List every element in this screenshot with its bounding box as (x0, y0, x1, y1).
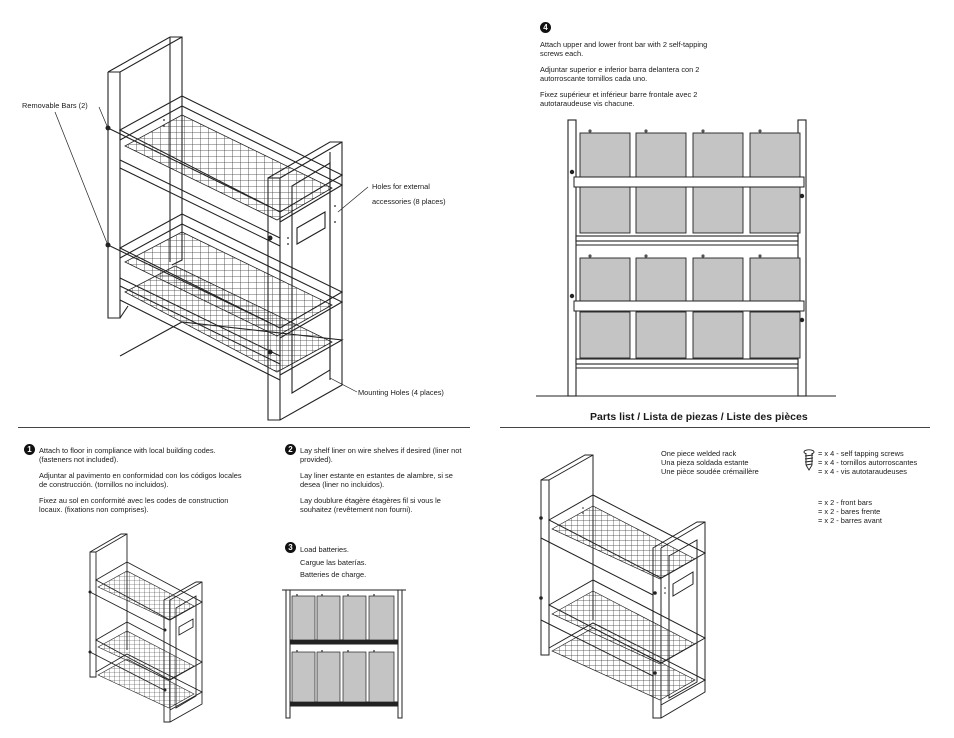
step3-number-badge: 3 (285, 542, 296, 553)
step2-es: Lay liner estante en estantes de alambre… (300, 471, 453, 489)
step3-fr: Batteries de charge. (300, 570, 367, 579)
step1-text: Attach to floor in compliance with local… (39, 446, 249, 521)
parts-bars-en: = x 2 - front bars (818, 498, 873, 507)
step1-number-badge: 1 (24, 444, 35, 455)
rack-drawing-parts (539, 454, 707, 719)
step4-text: Attach upper and lower front bar with 2 … (540, 40, 730, 115)
parts-screws-text: = x 4 - self tapping screws = x 4 - torn… (818, 449, 943, 476)
rack-drawing-small (88, 533, 203, 723)
parts-rack-es: Una pieza soldada estante (661, 458, 749, 467)
step3-es: Cargue las baterías. (300, 557, 367, 567)
rack-illustration-parts (535, 450, 720, 725)
battery-rack-small-drawing (282, 589, 406, 719)
step3-text: Load batteries. Cargue las baterías. Bat… (300, 544, 450, 582)
rack-illustration-small (84, 532, 219, 732)
label-holes-line1: Holes for external (372, 182, 430, 191)
step4-fr: Fixez supérieur et inférieur barre front… (540, 90, 698, 108)
step1-en: Attach to floor in compliance with local… (39, 446, 216, 464)
parts-bars-text: = x 2 - front bars = x 2 - bares frente … (818, 498, 938, 525)
step4-es: Adjuntar superior e inferior barra delan… (540, 65, 700, 83)
step2-text: Lay shelf liner on wire shelves if desir… (300, 446, 465, 521)
step1-fr: Fixez au sol en conformité avec les code… (39, 496, 229, 514)
step1-es: Adjuntar al pavimento en conformidad con… (39, 471, 242, 489)
divider-right (500, 427, 930, 428)
step2-fr: Lay doublure étagère étagères fil si vou… (300, 496, 441, 514)
battery-rack-illustration (536, 115, 836, 405)
step2-en: Lay shelf liner on wire shelves if desir… (300, 446, 462, 464)
screw-icon (803, 449, 815, 471)
parts-rack-text: One piece welded rack Una pieza soldada … (661, 449, 801, 476)
label-holes-line2: accessories (8 places) (372, 197, 446, 206)
parts-rack-en: One piece welded rack (661, 449, 737, 458)
parts-bars-fr: = x 2 - barres avant (818, 516, 882, 525)
parts-screws-en: = x 4 - self tapping screws (818, 449, 904, 458)
parts-screws-fr: = x 4 - vis autotaraudeuses (818, 467, 907, 476)
step3-en: Load batteries. (300, 545, 349, 554)
parts-screws-es: = x 4 - tornillos autorroscantes (818, 458, 918, 467)
label-mounting-holes: Mounting Holes (4 places) (358, 388, 444, 397)
battery-rack-drawing (536, 119, 836, 397)
step4-number-badge: 4 (540, 22, 551, 33)
label-removable-bars: Removable Bars (2) (22, 101, 88, 110)
battery-rack-small (282, 588, 406, 720)
divider-left (18, 427, 470, 428)
step4-en: Attach upper and lower front bar with 2 … (540, 40, 708, 58)
rack-drawing-main (54, 36, 369, 421)
parts-rack-fr: Une pièce soudée crémaillère (661, 467, 759, 476)
parts-bars-es: = x 2 - bares frente (818, 507, 881, 516)
rack-illustration-main: Removable Bars (2) Holes for external ac… (0, 0, 470, 425)
step2-number-badge: 2 (285, 444, 296, 455)
parts-list-title: Parts list / Lista de piezas / Liste des… (590, 411, 808, 423)
